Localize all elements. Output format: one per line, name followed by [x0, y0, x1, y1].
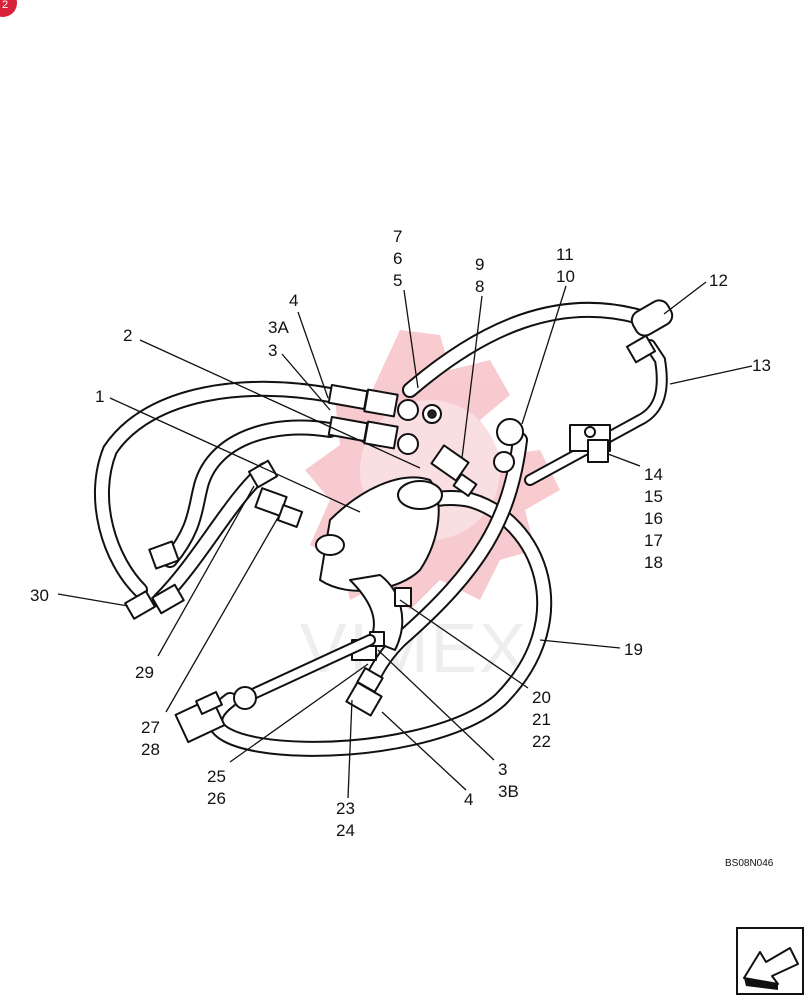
svg-text:2: 2 [2, 0, 8, 11]
callout-3A: 3A [268, 318, 289, 337]
callout-1: 1 [95, 387, 104, 406]
leader-lines [57, 281, 753, 799]
callout-27: 27 [141, 718, 160, 737]
hose-left-loop [94, 380, 338, 608]
drawing-code: BS08N046 [725, 858, 774, 869]
callout-28: 28 [141, 740, 160, 759]
fitting-3-3A [327, 384, 442, 455]
callout-20: 20 [532, 688, 551, 707]
callout-2: 2 [123, 326, 132, 345]
callout-10: 10 [556, 267, 575, 286]
callout-labels: 1 2 3 3A 4 7 6 5 9 8 11 10 12 13 14 15 1… [30, 227, 771, 840]
callout-14: 14 [644, 465, 663, 484]
fitting-23-24 [345, 667, 384, 717]
callout-13: 13 [752, 356, 771, 375]
callout-3B: 3B [498, 782, 519, 801]
callout-11: 11 [556, 245, 574, 264]
fitting-30 [124, 540, 185, 620]
callout-9: 9 [475, 255, 484, 274]
callout-5: 5 [393, 271, 402, 290]
hose-top [402, 301, 658, 398]
callout-23: 23 [336, 799, 355, 818]
fitting-29 [247, 459, 304, 528]
callout-29: 29 [135, 663, 154, 682]
callout-19: 19 [624, 640, 643, 659]
callout-3: 3 [268, 341, 277, 360]
callout-30: 30 [30, 586, 49, 605]
callout-21: 21 [532, 710, 551, 729]
pipe-13 [524, 299, 674, 486]
callout-26: 26 [207, 789, 226, 808]
callout-8: 8 [475, 277, 484, 296]
callout-4-lower: 4 [464, 790, 473, 809]
callout-4: 4 [289, 291, 298, 310]
callout-7: 7 [393, 227, 402, 246]
badge-icon: 2 [0, 0, 17, 17]
callout-18: 18 [644, 553, 663, 572]
clamp-14 [569, 424, 611, 463]
callout-15: 15 [644, 487, 663, 506]
callout-6: 6 [393, 249, 402, 268]
valve-1 [315, 476, 443, 651]
manifold-25 [174, 634, 376, 744]
callout-17: 17 [644, 531, 663, 550]
callout-16: 16 [644, 509, 663, 528]
callout-25: 25 [207, 767, 226, 786]
callout-12: 12 [709, 271, 728, 290]
arrow-next-icon[interactable] [736, 927, 804, 995]
callout-24: 24 [336, 821, 355, 840]
callout-3-lower: 3 [498, 760, 507, 779]
callout-22: 22 [532, 732, 551, 751]
fitting-8-9 [430, 444, 478, 497]
